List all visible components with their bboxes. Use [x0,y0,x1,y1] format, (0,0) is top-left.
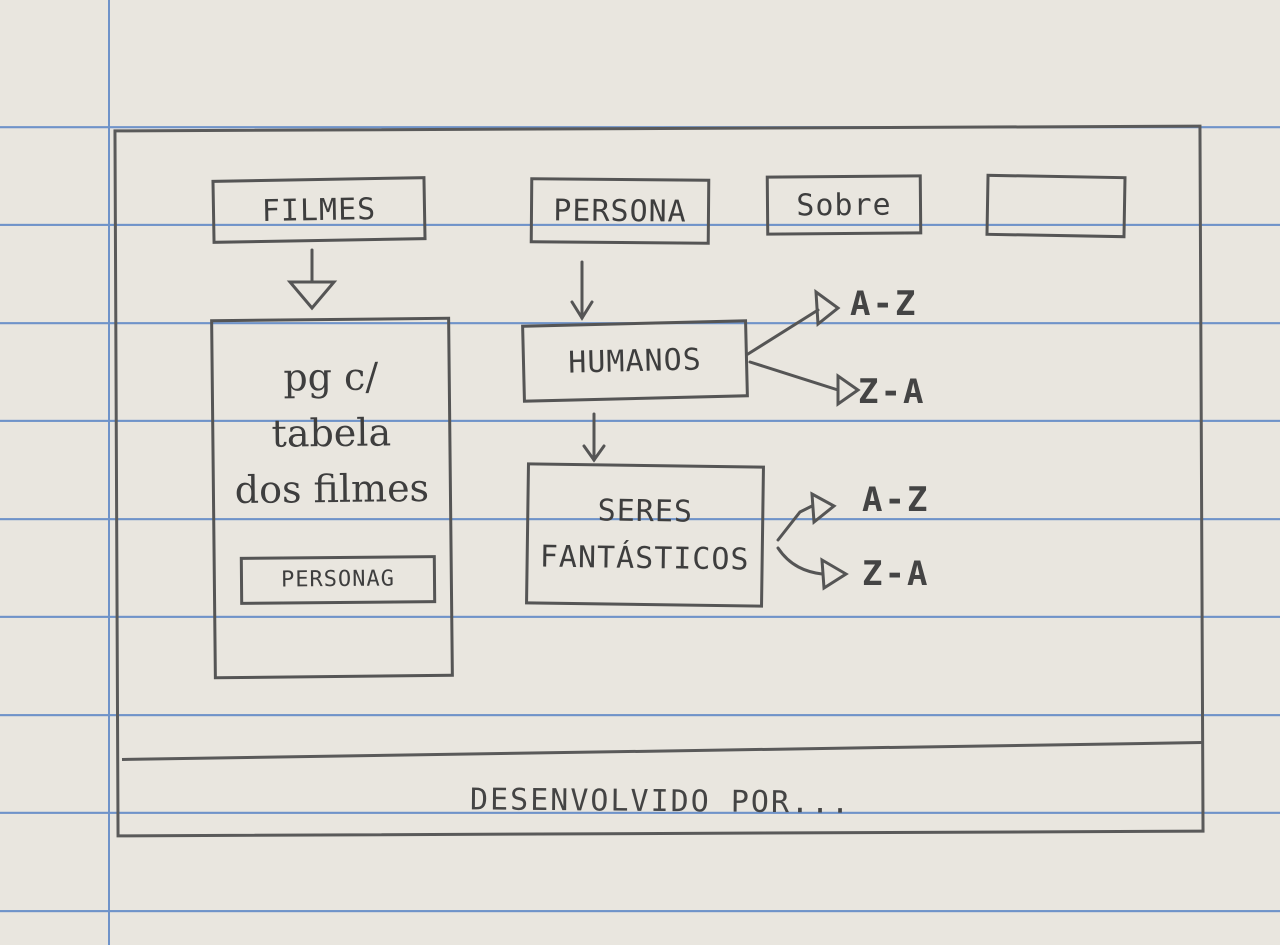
arrow-seres-az-shaft [776,504,814,542]
arrow-humanos-az-head [814,288,841,327]
arrow-seres-za-head [820,557,849,591]
arrow-seres-az-head [810,491,837,525]
arrow-seres-to-az [776,491,837,542]
arrow-humanos-az-shaft [746,308,820,356]
arrow-humanos-head [582,444,606,463]
arrow-seres-to-za [776,546,849,591]
arrow-humanos-za-shaft [748,360,840,392]
humanos-sort-za[interactable]: Z-A [858,372,926,412]
arrow-filmes-to-panel [286,248,338,311]
arrow-persona-head [570,300,594,321]
seres-sort-az[interactable]: A-Z [862,480,930,520]
arrow-persona-to-humanos [570,260,594,321]
arrow-filmes-head [286,280,338,311]
humanos-sort-az[interactable]: A-Z [850,284,918,324]
arrow-humanos-to-seres [582,412,606,463]
notebook-margin-line [108,0,110,945]
arrow-humanos-za-head [836,373,861,407]
arrow-humanos-to-az [746,288,841,356]
seres-sort-za[interactable]: Z-A [862,554,930,594]
arrow-humanos-to-za [748,360,861,407]
arrow-seres-za-shaft [776,546,824,576]
